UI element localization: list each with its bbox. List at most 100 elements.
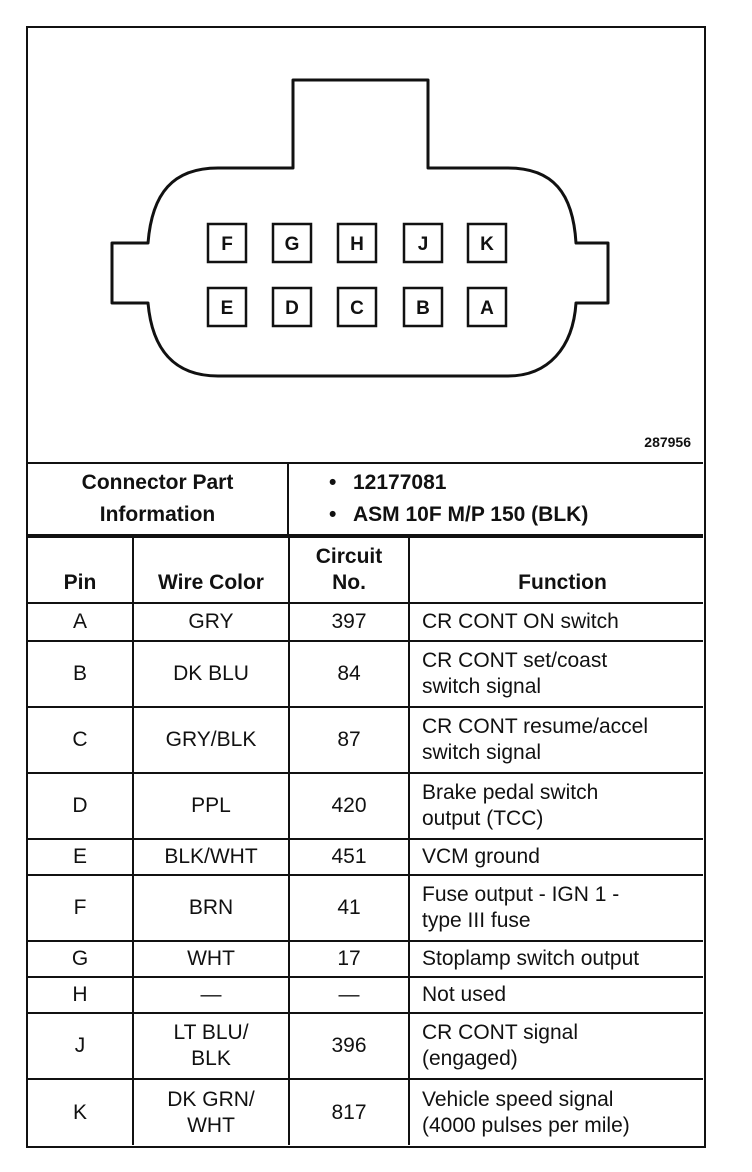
wire-color-cell-line: GRY — [188, 610, 234, 633]
wire-color-cell-line: BLK — [191, 1047, 231, 1070]
circuit-cell: 397 — [288, 602, 410, 642]
pin-letter: C — [350, 298, 364, 319]
function-cell: CR CONT ON switch — [408, 602, 703, 642]
pin-cavity-box — [336, 222, 378, 264]
wire-color-cell: DK BLU — [132, 640, 290, 708]
circuit-cell: — — [288, 976, 410, 1014]
pin-cavity-j: J — [402, 222, 444, 264]
pin-cell: H — [28, 976, 134, 1014]
pin-cavity-box — [402, 222, 444, 264]
wire-color-cell-line: LT BLU/ — [173, 1021, 249, 1044]
pin-cavity-a: A — [466, 286, 508, 328]
pin-cell: F — [28, 874, 134, 942]
wire-color-cell-line: WHT — [187, 947, 235, 970]
wire-color-cell: — — [132, 976, 290, 1014]
pin-cavity-box — [271, 222, 313, 264]
pin-letter: J — [418, 234, 429, 255]
function-cell-line: (engaged) — [422, 1047, 518, 1070]
pin-letter: H — [350, 234, 364, 255]
pin-letter: K — [480, 234, 494, 255]
bullet: • — [329, 471, 337, 494]
pin-cavity-b: B — [402, 286, 444, 328]
circuit-cell: 87 — [288, 706, 410, 774]
circuit-cell: 396 — [288, 1012, 410, 1080]
function-cell: Stoplamp switch output — [408, 940, 703, 978]
function-cell-line: Fuse output - IGN 1 - — [422, 883, 620, 906]
pin-cell: A — [28, 602, 134, 642]
pinout-row-h: H — — Not used — [28, 976, 703, 1014]
wire-color-cell-line: DK GRN/ — [167, 1087, 255, 1111]
header-function: Function — [408, 536, 703, 604]
pin-cavity-box — [466, 222, 508, 264]
circuit-cell: 451 — [288, 838, 410, 876]
wire-color-cell: LT BLU/BLK — [132, 1012, 290, 1080]
wire-color-cell: GRY/BLK — [132, 706, 290, 774]
pin-cavity-box — [271, 286, 313, 328]
pin-cavity-k: K — [466, 222, 508, 264]
function-cell: Vehicle speed signal(4000 pulses per mil… — [408, 1078, 703, 1145]
part-info-values: • 12177081 •ASM 10F M/P 150 (BLK) — [287, 462, 703, 536]
part-description: ASM 10F M/P 150 (BLK) — [353, 503, 589, 526]
pin-cavity-c: C — [336, 286, 378, 328]
pinout-row-g: G WHT 17 Stoplamp switch output — [28, 940, 703, 978]
wire-color-cell-line: GRY/BLK — [165, 728, 257, 751]
part-number-line: • 12177081 — [329, 467, 703, 499]
pinout-row-e: E BLK/WHT 451 VCM ground — [28, 838, 703, 876]
pin-cell: G — [28, 940, 134, 978]
circuit-cell: 84 — [288, 640, 410, 708]
pin-cavity-g: G — [271, 222, 313, 264]
circuit-cell: 420 — [288, 772, 410, 840]
part-description-line: •ASM 10F M/P 150 (BLK) — [329, 499, 703, 531]
pin-cavity-d: D — [271, 286, 313, 328]
header-wire-color: Wire Color — [132, 536, 290, 604]
pin-cell: D — [28, 772, 134, 840]
pin-cell: E — [28, 838, 134, 876]
pin-letter: A — [480, 298, 494, 319]
wire-color-cell-line: BRN — [188, 896, 234, 919]
part-info-label-line1: Connector Part — [81, 471, 234, 494]
function-cell-line: switch signal — [422, 675, 542, 698]
function-cell: CR CONT signal (engaged) — [408, 1012, 703, 1080]
function-cell-line: CR CONT resume/accel — [422, 715, 648, 738]
part-number: 12177081 — [353, 471, 447, 494]
wire-color-cell-line: PPL — [191, 794, 231, 817]
pin-cavity-box — [466, 286, 508, 328]
wire-color-cell: BLK/WHT — [132, 838, 290, 876]
wire-color-cell-line: DK BLU — [173, 662, 249, 685]
function-cell-line: Vehicle speed signal — [422, 1087, 614, 1111]
pin-cell: J — [28, 1012, 134, 1080]
function-cell: Fuse output - IGN 1 -type III fuse — [408, 874, 703, 942]
function-cell-line: Not used — [422, 983, 507, 1006]
header-pin: Pin — [28, 536, 134, 604]
wire-color-cell-line: — — [200, 983, 222, 1006]
header-circuit-line1: Circuit — [315, 545, 383, 568]
wire-color-cell: DK GRN/WHT — [132, 1078, 290, 1145]
pin-cavity-box — [402, 286, 444, 328]
pin-cavity-box — [206, 222, 248, 264]
circuit-cell: 41 — [288, 874, 410, 942]
wire-color-cell: WHT — [132, 940, 290, 978]
pin-cell: C — [28, 706, 134, 774]
function-cell-line: Stoplamp switch output — [422, 947, 640, 970]
circuit-cell: 17 — [288, 940, 410, 978]
wire-color-cell: PPL — [132, 772, 290, 840]
function-cell-line: (4000 pulses per mile) — [422, 1113, 630, 1137]
function-cell-line: VCM ground — [422, 845, 540, 868]
circuit-cell: 817 — [288, 1078, 410, 1145]
function-cell-line: CR CONT signal — [422, 1021, 578, 1044]
connector-part-info: Connector Part Information •12177081 •AS… — [28, 462, 703, 536]
wire-color-cell-line: BLK/WHT — [164, 845, 258, 868]
connector-housing-outline — [110, 78, 610, 378]
pin-cavity-e: E — [206, 286, 248, 328]
